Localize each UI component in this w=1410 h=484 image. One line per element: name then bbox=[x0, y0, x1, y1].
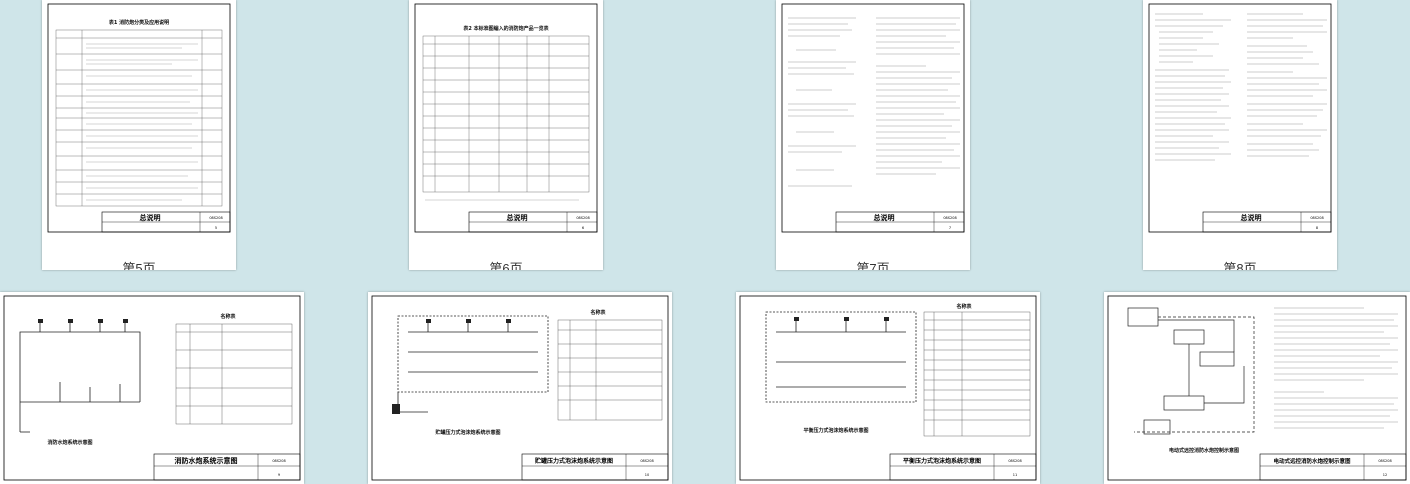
sheet-number: 10 bbox=[645, 473, 649, 477]
sheet-number: 12 bbox=[1383, 473, 1387, 477]
page-heading: 表2 本标准图编入的消防炮产品一览表 bbox=[462, 25, 549, 32]
figure-caption: 平衡压力式泡沫炮系统示意图 bbox=[803, 427, 868, 434]
drawing-code: 08S208 bbox=[272, 459, 285, 463]
page-thumbnail-11[interactable]: 平衡压力式泡沫炮系统示意图 名称表 平衡压力式泡沫炮系统示意图 08S208 1… bbox=[736, 292, 1040, 484]
figure-caption: 贮罐压力式泡沫炮系统示意图 bbox=[434, 429, 500, 436]
sheet-number: 5 bbox=[215, 226, 217, 230]
sheet-number: 9 bbox=[278, 473, 280, 477]
page-label: 第8页 bbox=[1223, 261, 1257, 270]
legend-heading: 名称表 bbox=[956, 303, 972, 310]
title-block-title: 总说明 bbox=[507, 213, 528, 222]
page-label: 第5页 bbox=[122, 261, 156, 270]
page-thumbnail-12[interactable]: 电动式远控消防水炮控制示意图 电动式远控消防水炮控制示意图 08S208 12 bbox=[1104, 292, 1410, 484]
page-thumbnail-5[interactable]: 表1 消防炮分类及应用说明 总说明 08S208 5 第 bbox=[42, 0, 236, 270]
title-block-title: 消防水炮系统示意图 bbox=[175, 456, 238, 465]
title-block-title: 总说明 bbox=[1241, 213, 1262, 222]
legend-heading: 名称表 bbox=[220, 313, 236, 320]
sheet-number: 8 bbox=[1316, 226, 1318, 230]
title-block-title: 总说明 bbox=[874, 213, 895, 222]
drawing-code: 08S208 bbox=[1310, 216, 1323, 220]
drawing-code: 08S208 bbox=[1008, 459, 1021, 463]
drawing-code: 08S208 bbox=[576, 216, 589, 220]
sheet-number: 6 bbox=[582, 226, 584, 230]
title-block-title: 平衡压力式泡沫炮系统示意图 bbox=[903, 457, 981, 465]
page-thumbnail-9[interactable]: 消防水炮系统示意图 名称表 消防水炮系统示意图 08S208 9 bbox=[0, 292, 304, 484]
page-thumbnail-7[interactable]: 总说明 08S208 7 第7页 bbox=[776, 0, 970, 270]
page-thumbnail-10[interactable]: 贮罐压力式泡沫炮系统示意图 名称表 贮罐压力式泡沫炮系统示意图 08S208 1… bbox=[368, 292, 672, 484]
drawing-code: 08S208 bbox=[943, 216, 956, 220]
page-heading: 表1 消防炮分类及应用说明 bbox=[108, 19, 169, 26]
figure-caption: 消防水炮系统示意图 bbox=[47, 439, 92, 446]
title-block-title: 电动式远控消防水炮控制示意图 bbox=[1273, 457, 1351, 465]
drawing-code: 08S208 bbox=[209, 216, 222, 220]
page-label: 第7页 bbox=[856, 261, 890, 270]
title-block-title: 贮罐压力式泡沫炮系统示意图 bbox=[534, 457, 613, 465]
sheet-number: 11 bbox=[1013, 473, 1017, 477]
drawing-code: 08S208 bbox=[1378, 459, 1391, 463]
page-thumbnail-8[interactable]: 总说明 08S208 8 第8页 bbox=[1143, 0, 1337, 270]
page-label: 第6页 bbox=[489, 261, 523, 270]
drawing-code: 08S208 bbox=[640, 459, 653, 463]
sheet-number: 7 bbox=[949, 226, 951, 230]
legend-heading: 名称表 bbox=[590, 309, 606, 316]
page-thumbnail-6[interactable]: 表2 本标准图编入的消防炮产品一览表 总说明 08S208 6 第6页 bbox=[409, 0, 603, 270]
figure-caption: 电动式远控消防水炮控制示意图 bbox=[1169, 447, 1239, 454]
title-block-title: 总说明 bbox=[140, 213, 161, 222]
